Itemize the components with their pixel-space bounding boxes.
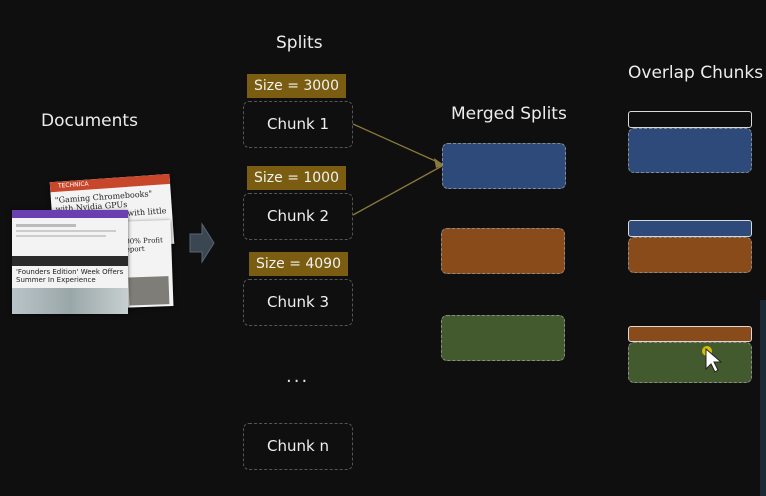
overlap-chunks-heading: Overlap Chunks xyxy=(628,63,764,83)
chunk-2-merge-line xyxy=(352,165,443,216)
splits-heading: Splits xyxy=(276,33,323,53)
merged-splits-heading: Merged Splits xyxy=(451,104,567,124)
chunk-3-size-badge: Size = 4090 xyxy=(249,252,348,276)
chunk-1-merge-line xyxy=(352,123,443,165)
chunk-2-size-badge: Size = 1000 xyxy=(247,166,346,190)
chunk-2-label: Chunk 2 xyxy=(267,207,329,225)
chunk-n: Chunk n xyxy=(243,423,353,470)
chunk-1-label: Chunk 1 xyxy=(267,115,329,133)
overlap-3-body xyxy=(628,342,752,383)
chunk-n-label: Chunk n xyxy=(267,437,329,455)
merged-split-blue xyxy=(442,143,566,189)
overlap-2-prefix-bar xyxy=(628,220,752,237)
chunks-ellipsis: ... xyxy=(286,366,310,387)
merged-split-orange xyxy=(441,228,565,274)
right-edge-strip xyxy=(760,300,766,496)
mouse-cursor-icon xyxy=(702,346,723,373)
document-front: 'Founders Edition' Week Offers Summer In… xyxy=(12,210,128,314)
documents-to-splits-arrow-icon xyxy=(189,222,215,264)
chunk-2: Chunk 2 xyxy=(243,193,353,240)
overlap-1-prefix-bar xyxy=(628,111,752,128)
documents-heading: Documents xyxy=(41,111,138,131)
overlap-2-body xyxy=(628,237,752,273)
merge-arrowhead-icon xyxy=(434,158,444,168)
chunk-1: Chunk 1 xyxy=(243,101,353,148)
document-front-headline: 'Founders Edition' Week Offers Summer In… xyxy=(16,268,124,284)
overlap-1-body xyxy=(628,128,752,173)
chunk-3-label: Chunk 3 xyxy=(267,293,329,311)
overlap-3-prefix-bar xyxy=(628,326,752,342)
chunk-1-size-badge: Size = 3000 xyxy=(247,74,346,98)
chunk-3: Chunk 3 xyxy=(243,279,353,326)
merged-split-green xyxy=(441,315,565,361)
